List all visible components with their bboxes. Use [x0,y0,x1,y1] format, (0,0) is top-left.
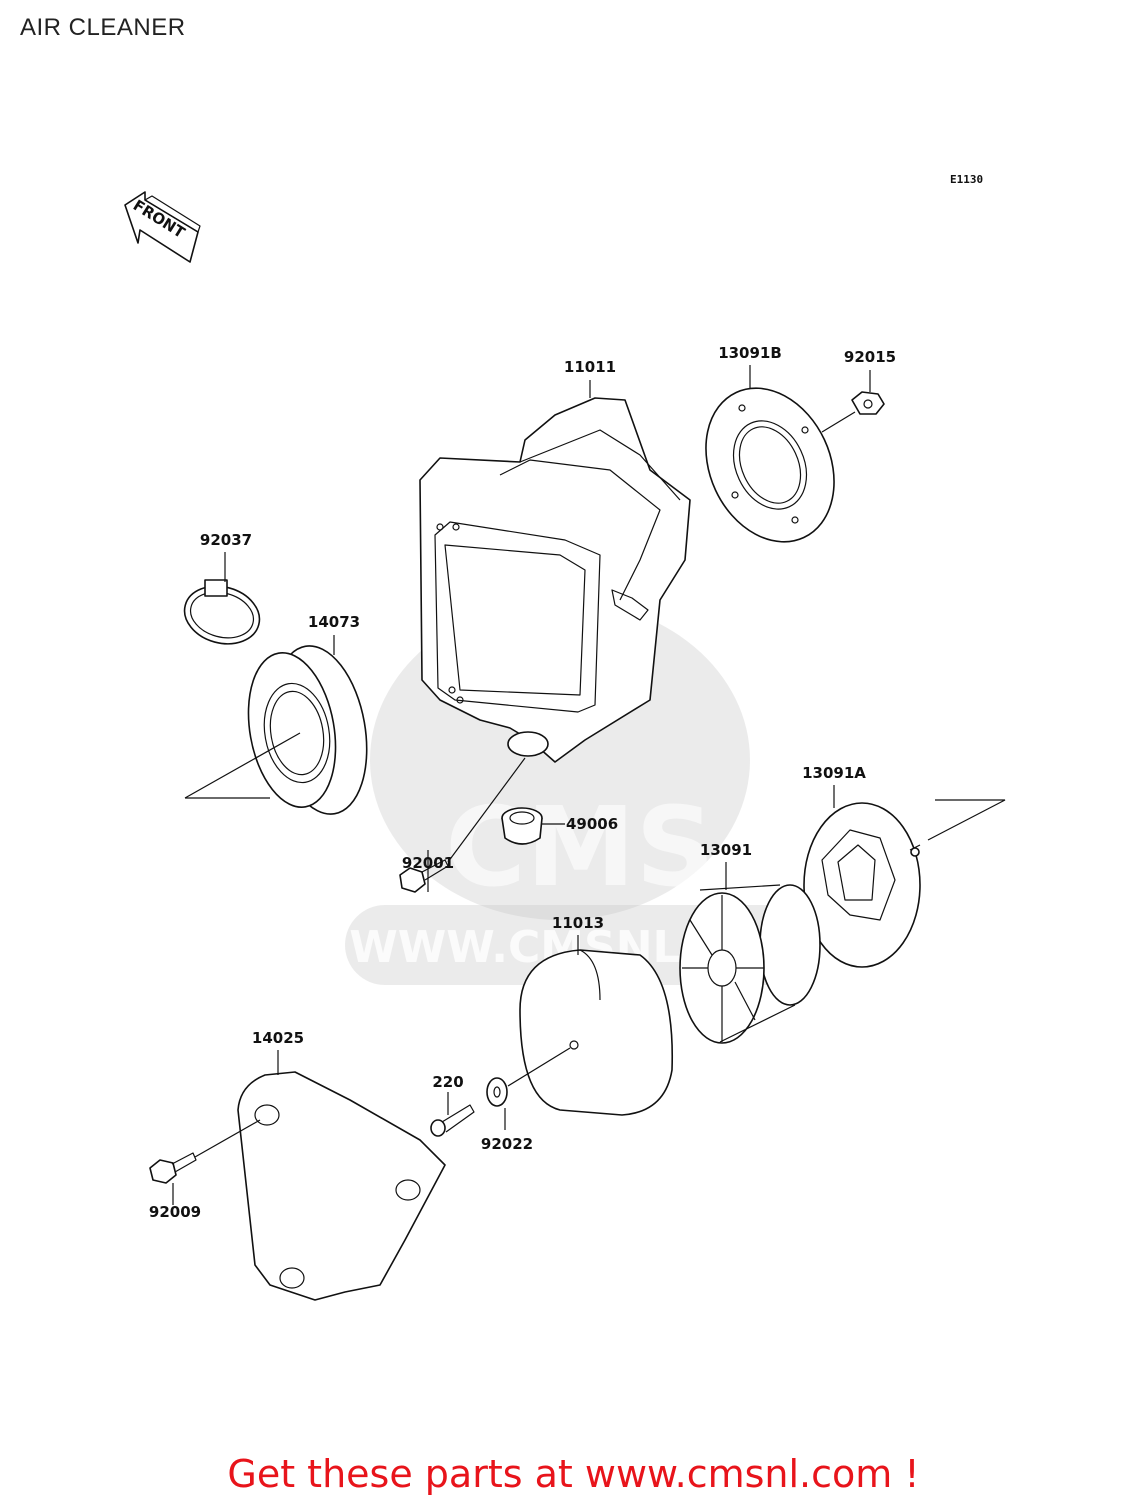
watermark-brand: CMS [445,783,714,911]
grommet-49006 [501,807,543,845]
bolt-92009 [149,1152,197,1184]
label-92001: 92001 [402,854,454,872]
label-13091b: 13091B [718,344,782,362]
label-92015: 92015 [844,348,896,366]
label-11011: 11011 [564,358,616,376]
label-49006: 49006 [566,815,618,833]
element-frame-13091 [679,884,821,1044]
label-13091a: 13091A [802,764,866,782]
label-13091: 13091 [700,841,752,859]
intake-duct-14073 [247,645,368,815]
plate-13091a [803,802,921,968]
filter-element-11013 [519,949,674,1116]
page-title: AIR CLEANER [20,14,186,41]
label-11013: 11013 [552,914,604,932]
washer-92022 [486,1077,508,1107]
screw-220 [430,1104,475,1137]
label-220: 220 [432,1073,463,1091]
plate-13091b [705,387,835,543]
leader-13091a-axis [927,799,1006,841]
leader-11013-axis [507,1047,571,1087]
label-14025: 14025 [252,1029,304,1047]
clamp-92037 [183,579,261,645]
front-arrow-icon: FRONT [124,191,201,263]
leader-92009-axis [194,1119,261,1158]
diagram-code: E1130 [950,173,983,186]
label-92037: 92037 [200,531,252,549]
side-cover-14025 [237,1071,446,1301]
leader-92015-axis [821,411,856,433]
footer-cta-link[interactable]: Get these parts at www.cmsnl.com ! [227,1452,920,1496]
label-14073: 14073 [308,613,360,631]
label-92009: 92009 [149,1203,201,1221]
label-92022: 92022 [481,1135,533,1153]
leader-92001-axis [447,757,526,863]
bolt-92001 [399,859,449,893]
leader-14073-axis-a [184,732,301,799]
air-cleaner-housing [419,397,691,763]
nut-92015 [851,391,885,415]
exploded-parts-diagram: CMS WWW.CMSNL.COM E1130 FRONT 11011 1309… [124,173,1006,1301]
